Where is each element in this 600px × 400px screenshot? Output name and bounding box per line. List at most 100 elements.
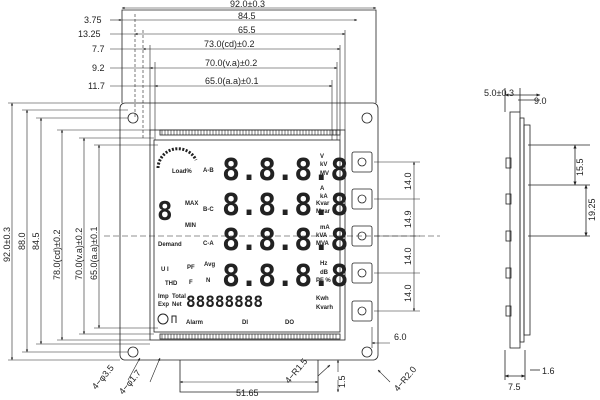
button-dim-labels: 14.0 14.9 14.0 14.0 xyxy=(403,172,413,302)
label-imp: Imp xyxy=(158,294,169,300)
svg-text:Kwh: Kwh xyxy=(316,296,329,302)
label-demand: Demand xyxy=(158,242,182,248)
svg-text:92.0±0.3: 92.0±0.3 xyxy=(2,227,12,262)
svg-text:mA: mA xyxy=(320,225,330,231)
svg-text:14.0: 14.0 xyxy=(403,172,413,190)
side-buttons xyxy=(505,157,512,317)
digits-row-1: 8.8.8.8 xyxy=(222,153,348,188)
svg-text:dB: dB xyxy=(320,270,329,276)
svg-text:78.0(cd)±0.2: 78.0(cd)±0.2 xyxy=(52,230,62,280)
label-min: MIN xyxy=(185,223,196,229)
svg-text:14.0: 14.0 xyxy=(403,247,413,265)
svg-text:V: V xyxy=(320,154,324,160)
label-exp: Exp xyxy=(158,302,169,308)
label-n: N xyxy=(206,278,210,284)
top-tab xyxy=(121,9,377,103)
svg-text:MVA: MVA xyxy=(316,241,330,247)
mount-hole-tr xyxy=(361,112,373,124)
left-dim-labels: 92.0±0.3 88.0 84.5 78.0(cd)±0.2 70.0(v.a… xyxy=(2,227,99,280)
svg-text:15.5: 15.5 xyxy=(575,158,585,176)
digits-row-2: 8.8.8.8 xyxy=(222,188,348,223)
label-thd: THD xyxy=(165,281,178,287)
label-avg: Avg xyxy=(204,262,215,268)
top-dimensions xyxy=(110,6,377,140)
svg-text:3.75: 3.75 xyxy=(84,15,102,25)
label-f: F xyxy=(189,280,193,286)
svg-text:88.0: 88.0 xyxy=(17,232,27,250)
load-label: Load% xyxy=(172,169,192,175)
svg-text:65.0(a.a)±0.1: 65.0(a.a)±0.1 xyxy=(205,76,258,86)
svg-text:65.0(a.a)±0.1: 65.0(a.a)±0.1 xyxy=(89,227,99,280)
mount-hole-bl xyxy=(127,346,139,358)
svg-text:70.0(v.a)±0.2: 70.0(v.a)±0.2 xyxy=(205,58,257,68)
label-ca: C-A xyxy=(203,241,214,247)
svg-text:7.5: 7.5 xyxy=(508,382,521,392)
side-dim-labels: 5.0±0.3 9.0 15.5 19.25 7.5 1.6 xyxy=(484,88,597,392)
bottom-dim-labels: 4−φ3.5 4−φ1.7 51.65 4−R1.5 1.5 4−R2.0 6.… xyxy=(90,332,418,398)
svg-text:19.25: 19.25 xyxy=(587,198,597,221)
svg-text:51.65: 51.65 xyxy=(236,388,259,398)
lcd-content: Load% 8.8.8.8 8.8.8.8 8.8.8.8 8.8.8.8 88… xyxy=(156,147,348,326)
svg-text:14.0: 14.0 xyxy=(403,284,413,302)
svg-text:1.6: 1.6 xyxy=(542,366,555,376)
svg-text:84.5: 84.5 xyxy=(238,11,256,21)
digits-row-4: 8.8.8.8 xyxy=(222,259,348,294)
label-max: MAX xyxy=(185,201,198,207)
svg-text:kVA: kVA xyxy=(316,233,328,239)
label-di: DI xyxy=(242,320,248,326)
svg-text:92.0±0.3: 92.0±0.3 xyxy=(230,0,265,9)
digits-14seg: 8 xyxy=(157,197,173,227)
pulse-icon xyxy=(171,315,177,323)
svg-text:84.5: 84.5 xyxy=(31,232,41,250)
mount-hole-br xyxy=(361,346,373,358)
svg-text:A: A xyxy=(320,186,325,192)
label-total: Total xyxy=(172,294,186,300)
digits-row-5: 88888888 xyxy=(186,292,263,311)
label-net: Net xyxy=(172,302,182,308)
svg-text:6.0: 6.0 xyxy=(394,332,407,342)
svg-text:4−φ3.5: 4−φ3.5 xyxy=(90,363,116,391)
svg-text:1.5: 1.5 xyxy=(337,375,347,388)
button-dimensions xyxy=(374,161,420,312)
svg-text:7.7: 7.7 xyxy=(92,44,105,54)
mount-hole-tl xyxy=(127,112,139,124)
svg-text:MV: MV xyxy=(320,171,329,177)
pin-row-top xyxy=(159,129,341,136)
svg-text:Mvar: Mvar xyxy=(316,209,331,215)
label-alarm: Alarm xyxy=(186,320,203,326)
label-bc: B-C xyxy=(203,207,214,213)
pin-row-bottom xyxy=(159,333,341,340)
left-dimensions xyxy=(8,102,158,361)
load-arc xyxy=(156,147,198,169)
label-do: DO xyxy=(285,320,294,326)
svg-text:73.0(cd)±0.2: 73.0(cd)±0.2 xyxy=(204,39,254,49)
label-pf: PF xyxy=(187,265,195,271)
svg-text:Kvarh: Kvarh xyxy=(316,305,333,311)
top-dim-labels: 3.75 13.25 7.7 9.2 11.7 92.0±0.3 84.5 65… xyxy=(78,0,265,91)
svg-text:4−R1.5: 4−R1.5 xyxy=(283,356,309,385)
bottom-dimensions xyxy=(127,327,391,393)
digits-row-3: 8.8.8.8 xyxy=(222,223,348,258)
svg-text:14.9: 14.9 xyxy=(403,210,413,228)
label-ui: U I xyxy=(161,267,169,273)
svg-text:PF %: PF % xyxy=(316,278,331,284)
svg-text:Kvar: Kvar xyxy=(316,201,330,207)
label-ab: A-B xyxy=(203,168,214,174)
svg-text:70.0(v.a)±0.2: 70.0(v.a)±0.2 xyxy=(74,228,84,280)
svg-text:11.7: 11.7 xyxy=(88,81,105,91)
svg-text:65.5: 65.5 xyxy=(238,25,256,35)
svg-text:Hz: Hz xyxy=(320,261,327,267)
svg-text:kA: kA xyxy=(320,194,328,200)
svg-text:13.25: 13.25 xyxy=(78,29,101,39)
svg-text:5.0±0.3: 5.0±0.3 xyxy=(484,88,514,98)
svg-text:9.0: 9.0 xyxy=(534,96,547,106)
svg-text:4−φ1.7: 4−φ1.7 xyxy=(117,368,143,396)
svg-text:kV: kV xyxy=(320,162,327,168)
side-view xyxy=(504,88,590,380)
pcb-outline xyxy=(119,102,379,361)
unit-labels: V kV MV A kA Kvar Mvar mA kVA MVA Hz dB … xyxy=(316,154,333,311)
pin-ticks xyxy=(161,130,337,339)
buttons xyxy=(351,151,373,322)
clock-icon xyxy=(157,313,169,325)
